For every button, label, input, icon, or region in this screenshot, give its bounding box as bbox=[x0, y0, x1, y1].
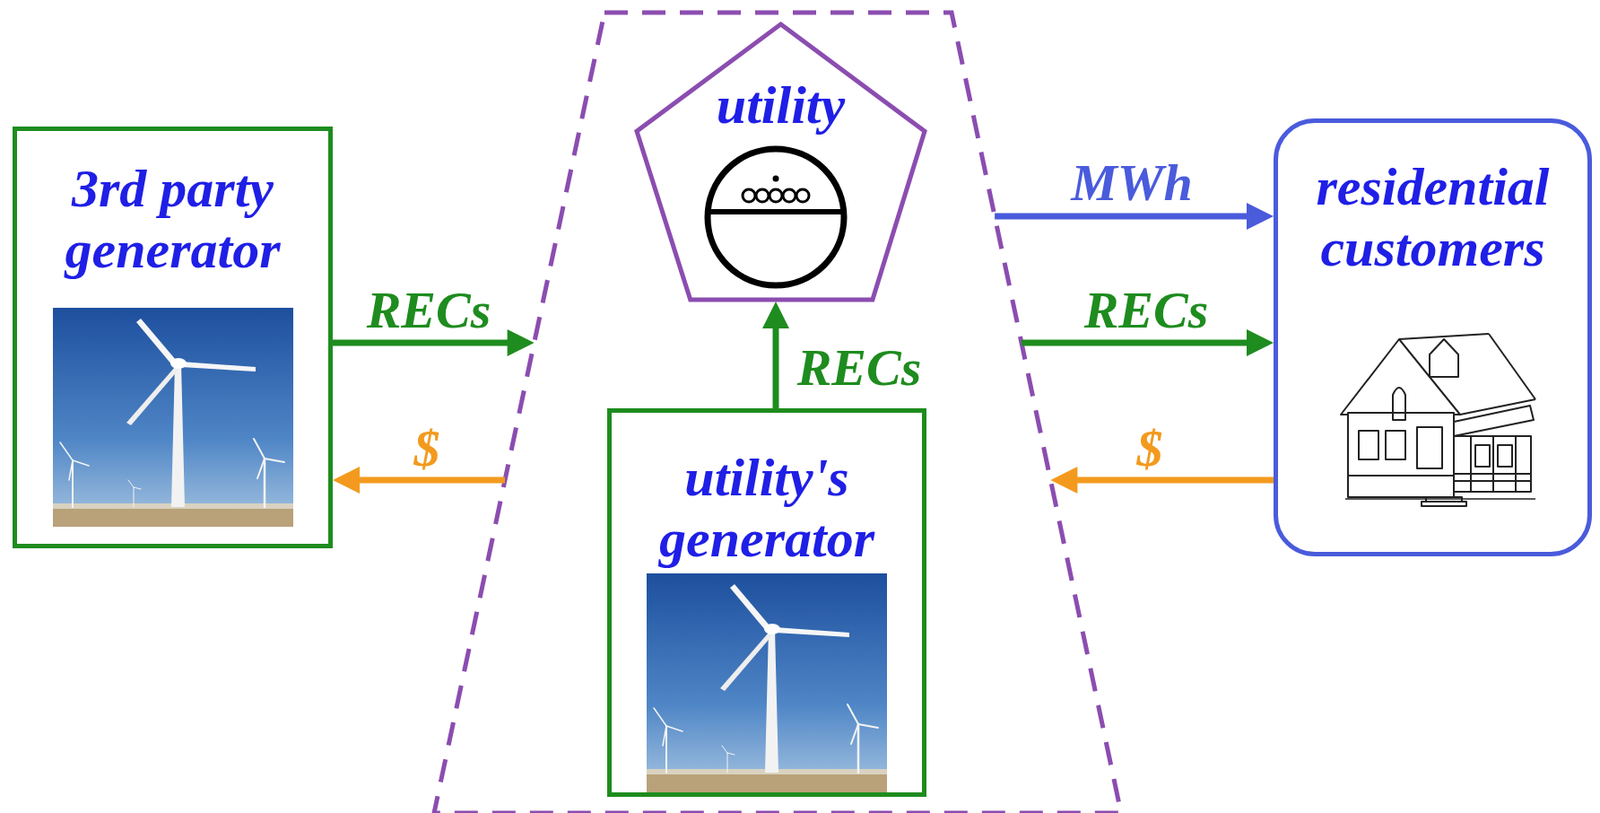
flow-label: $ bbox=[414, 422, 441, 475]
arrow-line bbox=[1021, 339, 1251, 347]
meter-symbol bbox=[707, 148, 844, 286]
node-label: residential customers bbox=[1290, 156, 1575, 279]
arrow-line bbox=[332, 339, 512, 347]
arrow-line bbox=[994, 213, 1251, 220]
generator-box: 3rd party generator bbox=[12, 126, 333, 548]
flow-label: RECs bbox=[797, 341, 922, 394]
flow-label: MWh bbox=[1070, 156, 1192, 209]
node-label: 3rd party generator bbox=[29, 157, 316, 280]
arrow-line bbox=[1073, 477, 1274, 484]
arrow-line bbox=[356, 477, 505, 484]
flow-label: RECs bbox=[1084, 284, 1209, 337]
arrow-head bbox=[1050, 466, 1078, 494]
arrow-head bbox=[762, 301, 790, 329]
arrow-head bbox=[1246, 329, 1274, 357]
house-drawing bbox=[1340, 333, 1536, 506]
wind-turbine-photo bbox=[52, 307, 294, 527]
flow-label: RECs bbox=[366, 284, 492, 337]
flow-arrow bbox=[762, 301, 790, 409]
utility-boundary bbox=[434, 12, 1122, 813]
pentagon-shape bbox=[636, 24, 925, 300]
arrow-head bbox=[1246, 202, 1274, 230]
customer-box: residential customers bbox=[1273, 118, 1592, 557]
utility-pentagon: utility bbox=[634, 22, 927, 302]
node-label: utility's generator bbox=[624, 446, 910, 569]
pentagon-outline bbox=[634, 22, 927, 302]
wind-turbine-photo bbox=[646, 573, 887, 792]
flow-label: $ bbox=[1137, 422, 1164, 475]
arrow-head bbox=[507, 329, 535, 357]
generator-box: utility's generator bbox=[607, 408, 927, 797]
arrow-head bbox=[332, 466, 360, 494]
arrow-line bbox=[773, 324, 780, 409]
node-label: utility bbox=[647, 74, 914, 136]
